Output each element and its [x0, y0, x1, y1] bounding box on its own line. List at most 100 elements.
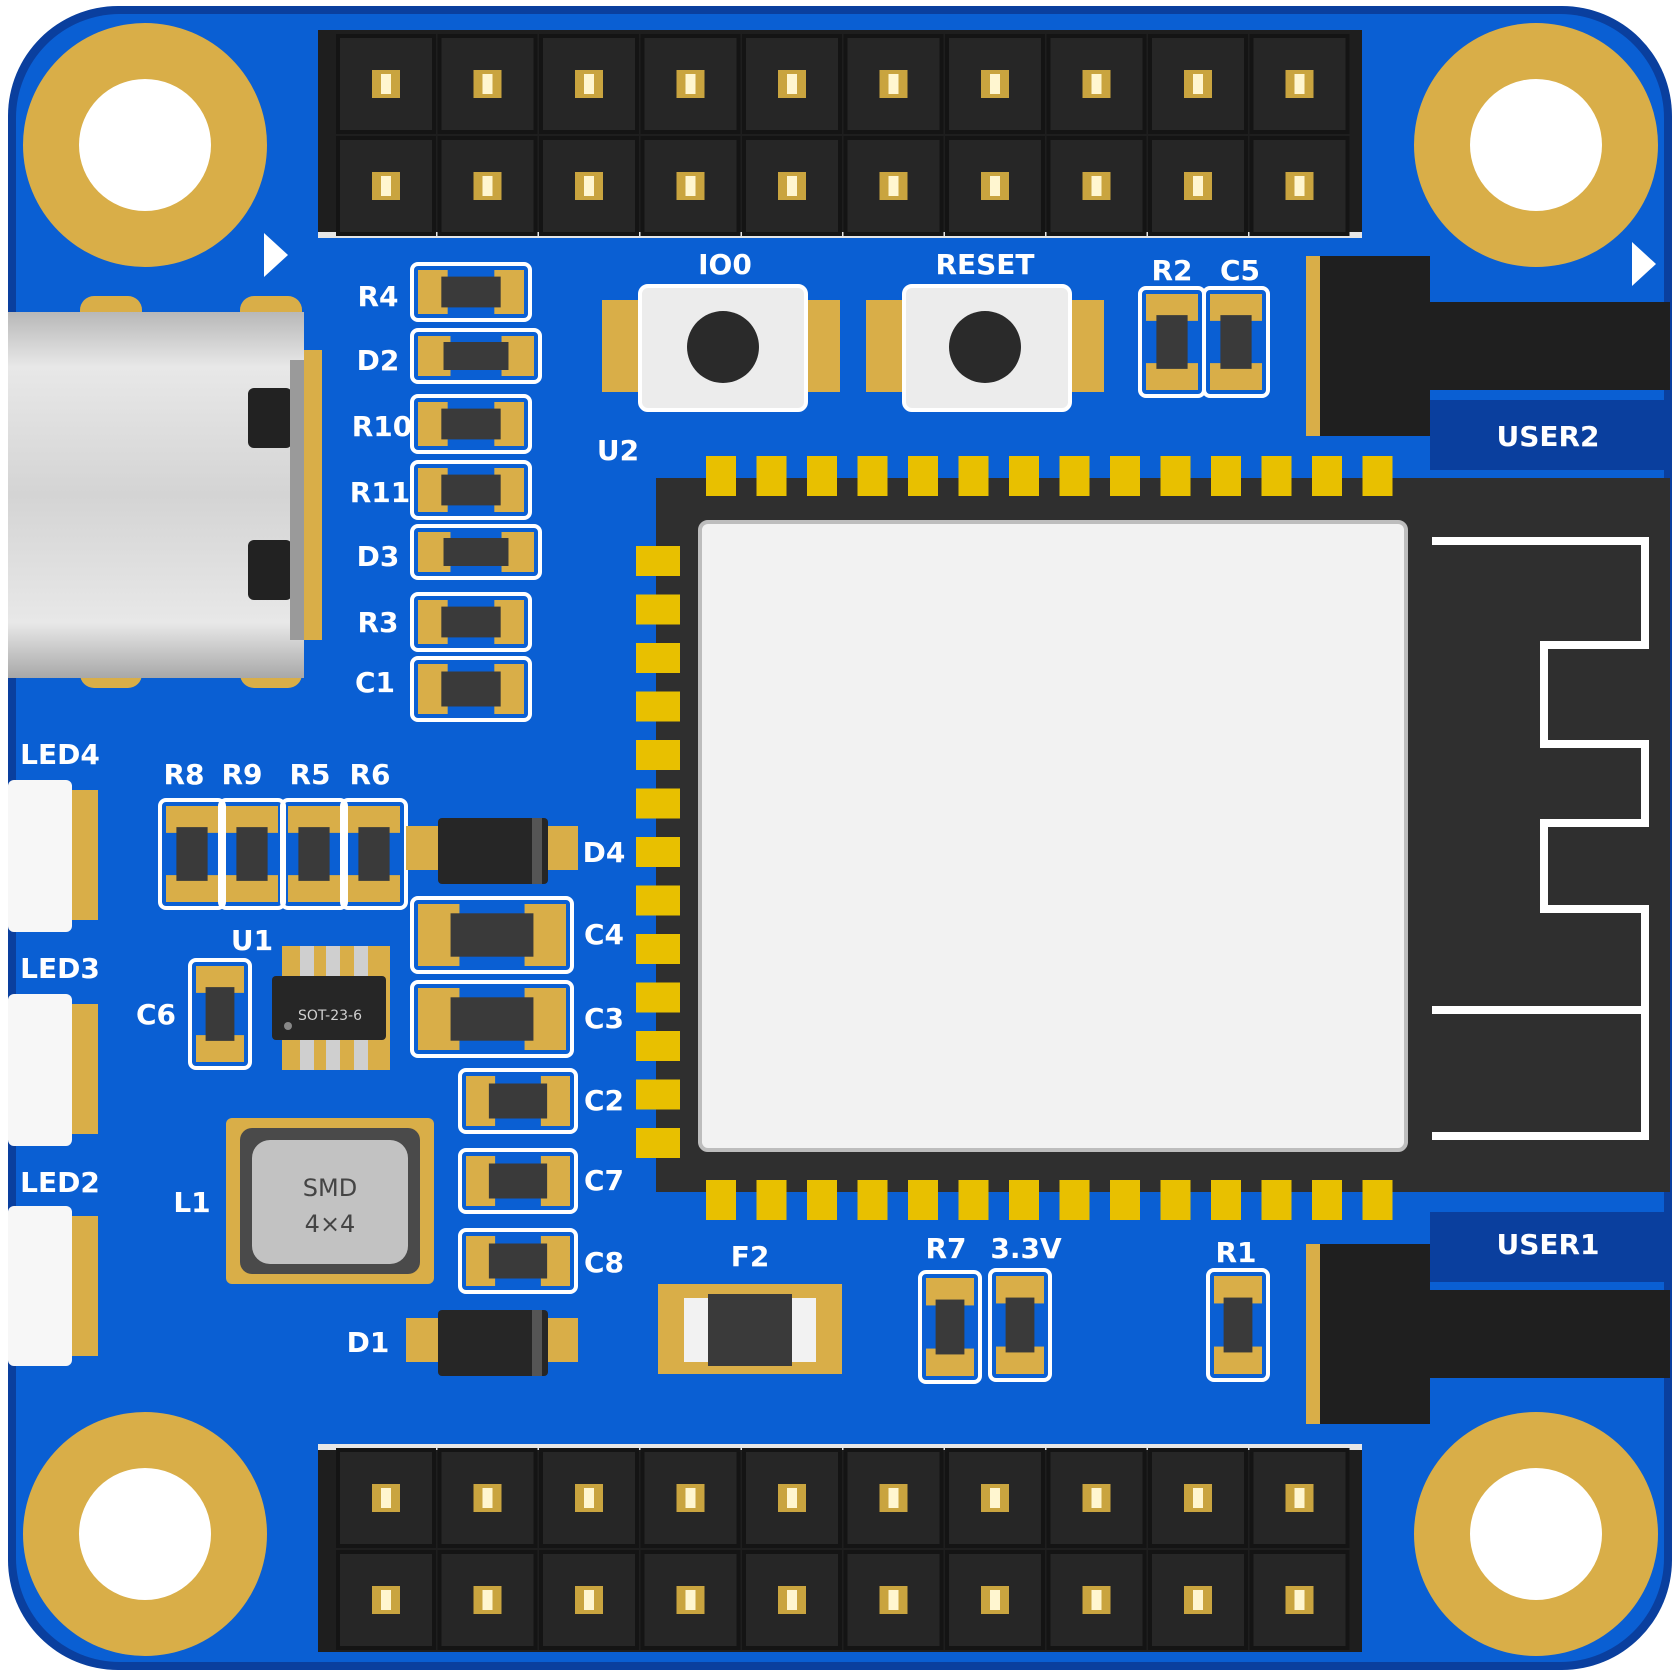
module-pad: [1312, 1180, 1342, 1220]
module-pad: [1160, 456, 1191, 496]
wifi-module-u2: [636, 456, 1670, 1220]
header-pin-hole: [381, 1488, 391, 1508]
header-pin-hole: [584, 74, 594, 94]
module-pad: [636, 594, 680, 625]
u1-package-label: SOT-23-6: [298, 1008, 362, 1024]
passive-body: [441, 276, 501, 308]
header-pin-hole: [1294, 1590, 1305, 1610]
user1-switch[interactable]: [1306, 1244, 1670, 1424]
label-r4: R4: [357, 280, 398, 313]
header-cell: [742, 136, 842, 236]
module-pad: [636, 1128, 680, 1158]
header-pin-hole: [1294, 74, 1305, 94]
passive-body: [205, 987, 235, 1041]
passive-outline: [410, 524, 542, 580]
label-u2: U2: [597, 434, 639, 467]
label-c4: C4: [584, 918, 624, 951]
header-pin-hole: [1193, 176, 1203, 196]
u1-chip: SOT-23-6: [272, 946, 390, 1070]
mounting-hole-icon: [23, 23, 267, 267]
module-pad: [1110, 456, 1140, 496]
passive-outline: [918, 1270, 982, 1384]
label-d4: D4: [583, 836, 626, 869]
label-d3: D3: [357, 540, 400, 573]
module-pad: [1261, 456, 1292, 496]
header-pin-hole: [888, 1590, 899, 1610]
mounting-hole-icon: [23, 1412, 267, 1656]
module-pad: [636, 546, 680, 576]
header-cell: [742, 1448, 842, 1548]
header-pin-hole: [1193, 1590, 1203, 1610]
module-pad: [958, 456, 989, 496]
tactile-button-io0[interactable]: [602, 284, 840, 412]
passive-outline: [458, 1228, 578, 1294]
header-cell: [640, 1550, 741, 1650]
passive-outline: [410, 394, 532, 454]
fuse-f2: [658, 1284, 842, 1374]
mounting-holes: [23, 23, 1658, 1656]
label-c3: C3: [584, 1002, 624, 1035]
module-pad: [807, 1180, 837, 1220]
module-pad: [857, 456, 888, 496]
label-c6: C6: [136, 998, 176, 1031]
l1-inductor: SMD 4×4: [226, 1118, 434, 1284]
module-pad: [636, 740, 680, 770]
header-pin-hole: [990, 1590, 1000, 1610]
label-r11: R11: [350, 476, 411, 509]
module-pad: [756, 456, 787, 496]
label-led2: LED2: [20, 1166, 100, 1199]
passive-body: [443, 342, 509, 370]
header-pin-hole: [1193, 1488, 1203, 1508]
header-pin-hole: [990, 1488, 1000, 1508]
header-pin-hole: [584, 1488, 594, 1508]
header-pin-hole: [381, 1590, 391, 1610]
header-pin-hole: [381, 176, 391, 196]
passive-body: [488, 1083, 548, 1119]
antenna-trace-icon: [1432, 537, 1649, 1140]
passive-body: [298, 827, 330, 881]
passive-body: [1156, 315, 1188, 369]
header-pin-hole: [888, 1488, 899, 1508]
label-c5: C5: [1220, 254, 1260, 287]
label-io0: IO0: [698, 248, 752, 281]
diode-d1: [406, 1310, 578, 1376]
header-pin-hole: [482, 176, 493, 196]
passive-body: [1005, 1297, 1035, 1353]
module-pad: [706, 1180, 736, 1220]
header-pin-hole: [888, 74, 899, 94]
header-pin-hole: [584, 1590, 594, 1610]
header-pin-hole: [482, 74, 493, 94]
header-pin-hole: [888, 176, 899, 196]
module-pad: [1160, 1180, 1191, 1220]
header-pin-hole: [1193, 74, 1203, 94]
usb-c-connector-icon: [8, 296, 322, 688]
header-pin-hole: [1091, 176, 1102, 196]
label-led4: LED4: [20, 738, 100, 771]
passive-outline: [410, 896, 574, 974]
passive-body: [450, 913, 534, 957]
header-pin-hole: [787, 1590, 797, 1610]
passive-outline: [1202, 286, 1270, 398]
label-c8: C8: [584, 1246, 624, 1279]
passive-outline: [280, 798, 348, 910]
label-reset: RESET: [935, 248, 1034, 281]
passive-outline: [1206, 1268, 1270, 1382]
header-pin-hole: [990, 74, 1000, 94]
header-pin-hole: [1091, 1590, 1102, 1610]
module-pad: [1362, 1180, 1393, 1220]
user1-label-bg: [1430, 1212, 1670, 1282]
header-pin-hole: [482, 1590, 493, 1610]
pin1-arrows: [264, 233, 1656, 286]
tactile-button-reset[interactable]: [866, 284, 1104, 412]
header-pin-hole: [482, 1488, 493, 1508]
tactile-button-icon: [687, 311, 759, 383]
user2-switch[interactable]: [1306, 256, 1670, 436]
pin1-arrow-icon: [1632, 242, 1656, 286]
passive-body: [1220, 315, 1252, 369]
header-pin-hole: [685, 1488, 696, 1508]
module-pad: [1009, 1180, 1039, 1220]
bottom-pin-header: [318, 1444, 1362, 1652]
header-cell: [1249, 34, 1350, 134]
module-pad: [958, 1180, 989, 1220]
